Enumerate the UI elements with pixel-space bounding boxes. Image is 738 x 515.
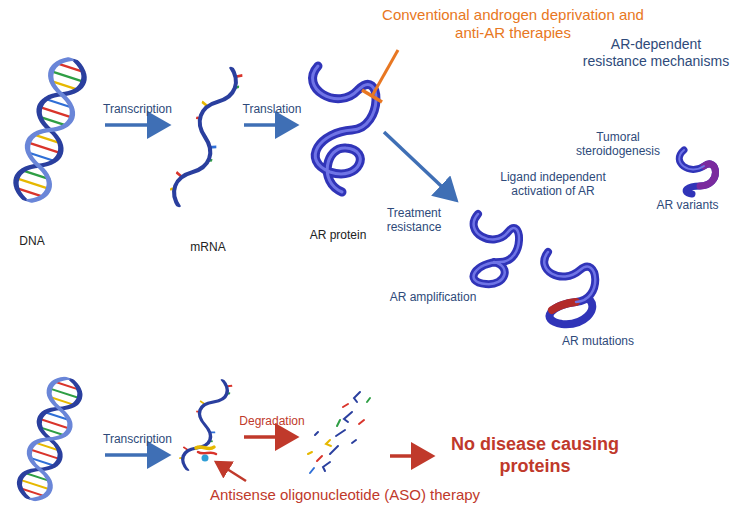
mechanism-label: AR mutations (548, 334, 648, 348)
therapy-label: Antisense oligonucleotide (ASO) therapy (190, 486, 500, 504)
outcome-label: No disease causing proteins (435, 434, 635, 477)
mechanism-label: Tumoral steroidogenesis (572, 130, 664, 159)
step-label: Translation (236, 102, 308, 116)
arrow-label: Treatment resistance (378, 206, 450, 235)
figure-label: AR protein (296, 228, 380, 242)
mechanism-label: AR amplification (378, 290, 488, 304)
figure-label: DNA (10, 234, 54, 248)
therapy-label: Conventional androgen deprivation and an… (378, 6, 648, 42)
step-label: Transcription (100, 432, 175, 446)
section-heading: AR-dependent resistance mechanisms (578, 36, 734, 70)
figure-label: mRNA (180, 240, 236, 254)
mechanism-label: AR variants (645, 198, 730, 212)
mechanism-label: Ligand independent activation of AR (488, 170, 618, 199)
step-label: Degradation (232, 414, 312, 428)
step-label: Transcription (100, 102, 175, 116)
